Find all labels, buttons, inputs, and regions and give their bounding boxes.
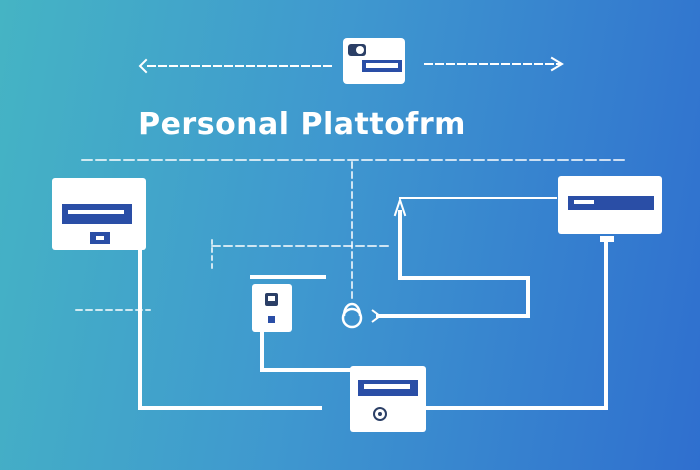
laptop-icon [52, 178, 146, 250]
router-icon [350, 366, 426, 432]
lock-icon [341, 302, 363, 329]
top-left-arrowhead [138, 58, 148, 74]
up-arrowhead [393, 196, 407, 217]
monitor-icon [558, 176, 662, 242]
right-loop-connector [376, 210, 530, 318]
arrow-icon [371, 309, 382, 323]
device-connector [260, 330, 358, 372]
left-card-connector [138, 250, 322, 410]
right-card-connector [426, 240, 608, 410]
device-icon [252, 284, 292, 332]
page-title: Personal Plattofrm [138, 107, 466, 142]
top-right-arrowhead [550, 56, 564, 72]
server-icon [343, 38, 405, 84]
